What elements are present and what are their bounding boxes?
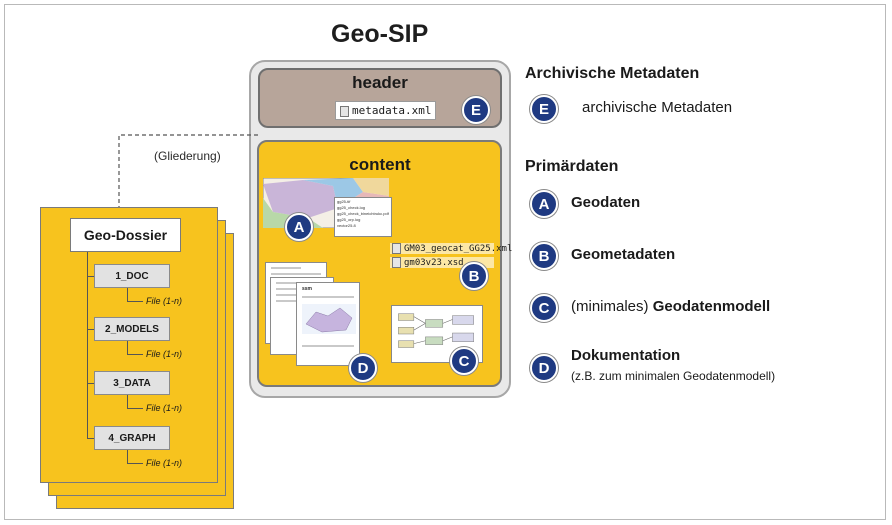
legend-subtext-d: (z.B. zum minimalen Geodatenmodell) xyxy=(571,369,776,383)
metadata-file-chip: metadata.xml xyxy=(335,101,437,120)
badge-a-content: A xyxy=(285,213,313,241)
thumb-a-list-line: gg25-tif xyxy=(337,199,351,204)
geometadata-files: GM03_geocat_GG25.xml gm03v23.xsd xyxy=(390,243,512,271)
file-icon xyxy=(392,257,401,268)
legend-text-d: Dokumentation xyxy=(571,347,681,364)
file-connector xyxy=(127,450,128,464)
folder-data-file: File (1-n) xyxy=(146,403,183,413)
file-connector xyxy=(127,288,128,302)
legend-badge-d: D xyxy=(530,354,558,382)
thumb-a-list-line: gg25_check_bineichtrukc.pdf xyxy=(337,211,389,216)
documentation-page-3: ssm xyxy=(296,282,360,366)
legend-text-a: Geodaten xyxy=(571,194,641,211)
folder-models-file: File (1-n) xyxy=(146,349,183,359)
thumb-a-list-line: vector25.8 xyxy=(337,223,356,228)
legend-badge-b: B xyxy=(530,242,558,270)
gliederung-label: (Gliederung) xyxy=(154,149,221,163)
file-connector xyxy=(127,301,143,302)
file-connector xyxy=(127,395,128,409)
doc-map-figure xyxy=(302,304,356,334)
geodata-file-list-thumbnail: gg25-tif gg25_check.log gg25_check_binei… xyxy=(334,197,392,237)
geometadata-file-name: GM03_geocat_GG25.xml xyxy=(404,244,513,254)
file-connector xyxy=(127,463,143,464)
legend-text-c-main: Geodatenmodell xyxy=(652,298,771,315)
folder-doc-file: File (1-n) xyxy=(146,296,183,306)
geometadata-file: GM03_geocat_GG25.xml xyxy=(390,243,512,254)
badge-e-header: E xyxy=(462,96,490,124)
legend-text-c-prefix: (minimales) xyxy=(571,298,653,315)
folder-doc: 1_DOC xyxy=(94,264,170,288)
geo-sip-title: Geo-SIP xyxy=(331,20,429,48)
badge-c-content: C xyxy=(450,347,478,375)
content-label: content xyxy=(349,155,411,174)
folder-models: 2_MODELS xyxy=(94,317,170,341)
thumb-a-list-line: gg25_orp.log xyxy=(337,217,361,222)
legend-badge-c: C xyxy=(530,294,558,322)
geometadata-file-name: gm03v23.xsd xyxy=(404,258,464,268)
file-icon xyxy=(392,243,401,254)
figure-frame xyxy=(4,4,886,520)
legend-text-c: (minimales) Geodatenmodell xyxy=(571,298,770,315)
geo-dossier-title: Geo-Dossier xyxy=(70,218,181,252)
archival-metadata-title: Archivische Metadaten xyxy=(525,65,700,82)
legend-text-b: Geometadaten xyxy=(571,246,676,263)
primary-data-title: Primärdaten xyxy=(525,158,619,175)
header-label: header xyxy=(352,73,408,92)
gliederung-connector xyxy=(118,134,259,210)
folder-data: 3_DATA xyxy=(94,371,170,395)
folder-graph: 4_GRAPH xyxy=(94,426,170,450)
file-connector xyxy=(127,408,143,409)
legend-text-e: archivische Metadaten xyxy=(582,99,733,116)
doc-title: ssm xyxy=(302,286,313,292)
thumb-a-list-line: gg25_check.log xyxy=(337,205,366,210)
geometadata-file: gm03v23.xsd xyxy=(390,257,494,268)
badge-b-content: B xyxy=(460,262,488,290)
folder-graph-file: File (1-n) xyxy=(146,458,183,468)
legend-badge-e: E xyxy=(530,95,558,123)
tree-trunk-line xyxy=(87,252,88,438)
legend-badge-a: A xyxy=(530,190,558,218)
file-icon xyxy=(340,105,349,117)
file-connector xyxy=(127,341,128,355)
file-connector xyxy=(127,354,143,355)
metadata-file-name: metadata.xml xyxy=(352,104,432,117)
header-section xyxy=(258,68,502,128)
badge-d-content: D xyxy=(349,354,377,382)
